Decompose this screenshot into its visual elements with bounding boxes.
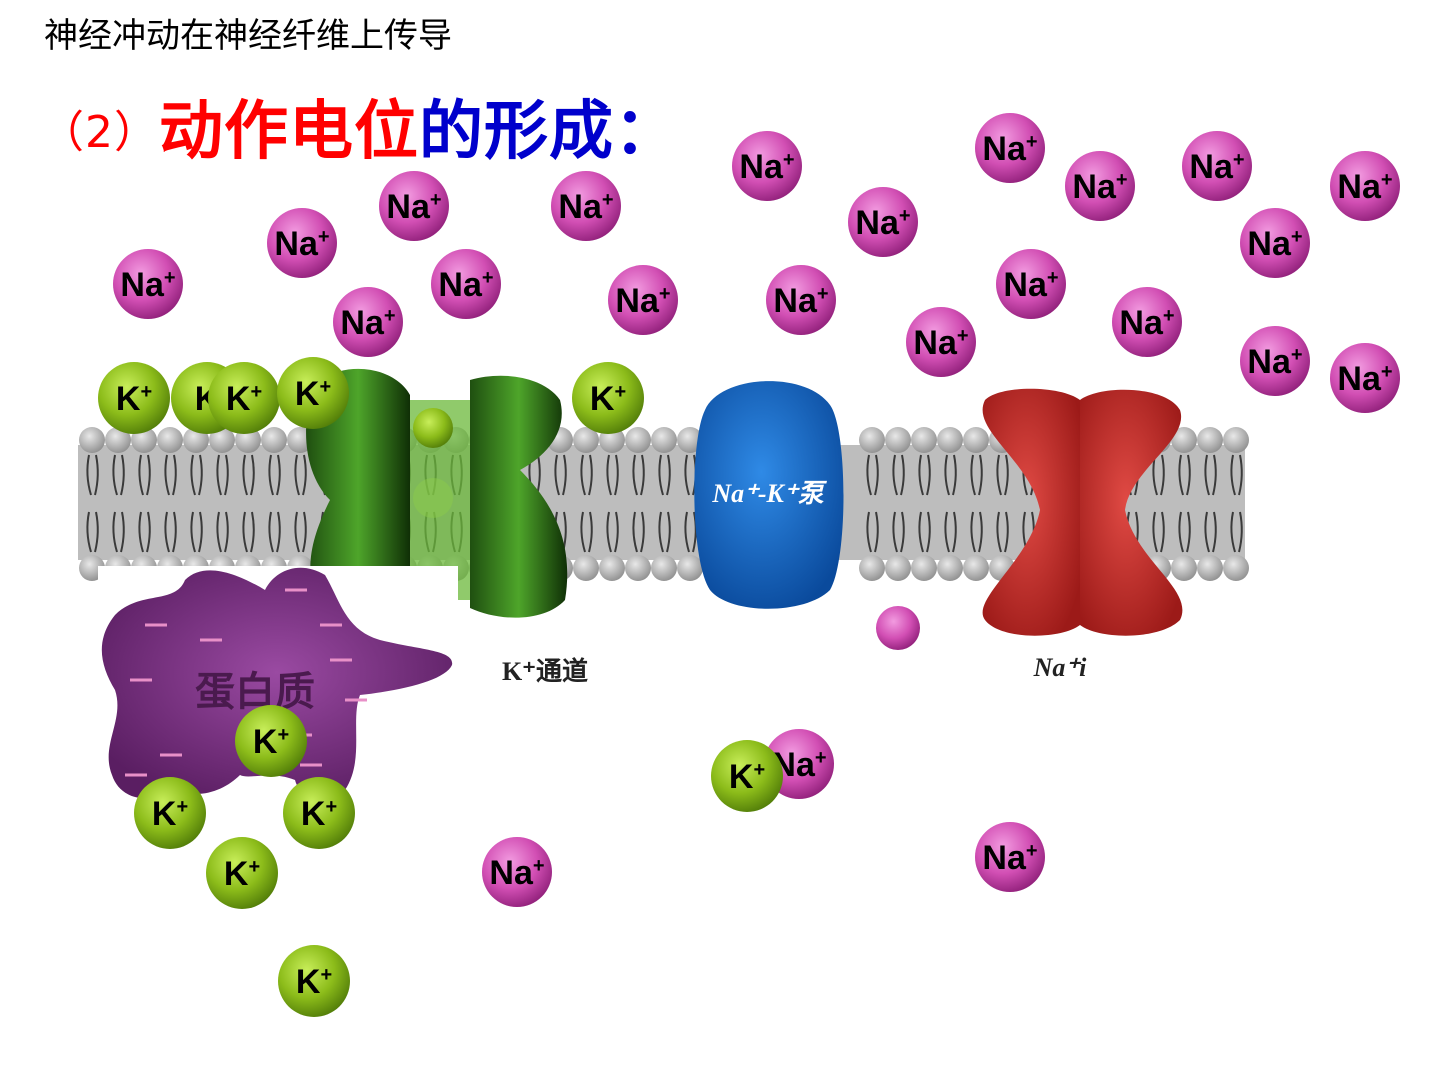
phospholipid-head [651,427,677,453]
sodium-ion: Na+ [1240,326,1310,396]
phospholipid-head [885,427,911,453]
phospholipid-head [651,555,677,581]
sodium-ion: Na+ [333,287,403,357]
potassium-ion: K+ [572,362,644,434]
phospholipid-head [1223,427,1249,453]
small-sodium-ion [876,606,920,650]
sodium-ion: Na+ [379,171,449,241]
potassium-ion: K+ [278,945,350,1017]
potassium-ion: K+ [711,740,783,812]
phospholipid-head [105,427,131,453]
phospholipid-head [625,555,651,581]
protein-label: 蛋白质 [195,669,315,715]
sodium-ion: Na+ [996,249,1066,319]
na-k-pump: Na⁺-K⁺泵 [694,381,844,609]
sodium-ion: Na+ [113,249,183,319]
phospholipid-head [885,555,911,581]
svg-text:Na+: Na+ [1119,304,1174,342]
phospholipid-head [1197,555,1223,581]
sodium-ion: Na+ [766,265,836,335]
sodium-ion: Na+ [551,171,621,241]
sodium-ion: Na+ [1240,208,1310,278]
sodium-ion: Na+ [431,249,501,319]
sodium-ion: Na+ [906,307,976,377]
phospholipid-head [1197,427,1223,453]
phospholipid-head [625,427,651,453]
na-channel [982,388,1183,636]
sodium-ion: Na+ [608,265,678,335]
potassium-ion: K+ [283,777,355,849]
phospholipid-head [209,427,235,453]
sodium-ion: Na+ [848,187,918,257]
phospholipid-head [963,555,989,581]
phospholipid-head [599,555,625,581]
sodium-ion: Na+ [1182,131,1252,201]
phospholipid-head [677,427,703,453]
phospholipid-head [1171,555,1197,581]
phospholipid-head [963,427,989,453]
potassium-ion: K+ [277,357,349,429]
potassium-ion: K+ [206,837,278,909]
phospholipid-head [573,555,599,581]
phospholipid-head [859,555,885,581]
svg-text:Na+: Na+ [340,304,395,342]
phospholipid-head [911,555,937,581]
pump-label: Na⁺-K⁺泵 [711,479,827,508]
sodium-ion: Na+ [1065,151,1135,221]
svg-text:Na+: Na+ [739,148,794,186]
phospholipid-head [677,555,703,581]
phospholipid-head [859,427,885,453]
title-formation: 的形成： [419,95,679,169]
sodium-ion: Na+ [1112,287,1182,357]
phospholipid-head [937,427,963,453]
slide-title: （2）动作电位的形成： [40,80,679,172]
sodium-ion: Na+ [267,208,337,278]
k-ion-in-channel [413,408,453,448]
svg-text:K+: K+ [296,963,332,1001]
potassium-ion: K+ [235,705,307,777]
potassium-ion: K+ [98,362,170,434]
phospholipid-head [79,427,105,453]
sodium-ion: Na+ [975,822,1045,892]
sodium-ion: Na+ [1330,151,1400,221]
k-channel [306,368,568,621]
title-number: （2） [40,107,159,158]
potassium-ion: K+ [134,777,206,849]
phospholipid-head [1171,427,1197,453]
phospholipid-head [937,555,963,581]
protein: 蛋白质 [98,566,458,801]
sodium-ion: Na+ [732,131,802,201]
phospholipid-head [573,427,599,453]
sodium-ion: Na+ [975,113,1045,183]
top-caption: 神经冲动在神经纤维上传导 [44,16,452,56]
na-channel-label: Na⁺i [1033,653,1088,682]
k-ion-faded [413,478,453,518]
potassium-ion: K+ [208,362,280,434]
k-channel-label: K⁺通道 [502,656,588,686]
sodium-ion: Na+ [482,837,552,907]
phospholipid-head [1223,555,1249,581]
phospholipid-head [157,427,183,453]
title-action-potential: 动作电位 [159,95,419,169]
svg-text:K+: K+ [295,375,331,413]
svg-text:Na+: Na+ [1003,266,1058,304]
phospholipid-head [261,427,287,453]
sodium-ion: Na+ [1330,343,1400,413]
phospholipid-head [911,427,937,453]
